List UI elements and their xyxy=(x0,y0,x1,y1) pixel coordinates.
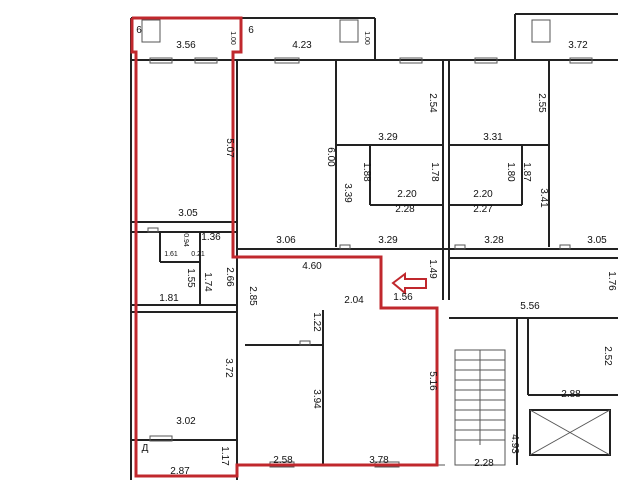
dimension-label: 2.52 xyxy=(602,346,613,366)
dimension-label: 1.80 xyxy=(505,162,516,182)
dimension-label: 2.28 xyxy=(395,204,415,215)
dimension-label: 1.49 xyxy=(427,259,438,279)
dimension-label: 2.04 xyxy=(344,295,364,306)
dimension-label: 2.55 xyxy=(536,93,547,113)
dimension-label: 2.85 xyxy=(247,286,258,306)
dimension-label: 2.28 xyxy=(474,458,494,469)
dimension-label: 1.88 xyxy=(361,162,372,182)
dimension-label: 1.22 xyxy=(311,312,322,332)
dimension-label: 5.56 xyxy=(520,301,540,312)
dimension-label: 0.94 xyxy=(182,233,189,247)
dimension-label: 2.20 xyxy=(397,189,417,200)
dimension-label: 3.05 xyxy=(178,208,198,219)
dimension-label: 3.29 xyxy=(378,235,398,246)
dimension-label: 3.41 xyxy=(538,188,549,208)
dimension-label: 3.56 xyxy=(176,40,196,51)
dimension-label: 2.27 xyxy=(473,204,493,215)
dimension-label: 6 xyxy=(136,25,142,36)
dimension-label: 4.60 xyxy=(302,261,322,272)
dimension-label: 3.78 xyxy=(369,455,389,466)
dimension-label: 1.61 xyxy=(164,251,178,258)
dimension-label: 3.39 xyxy=(342,183,353,203)
dimension-label: 5.07 xyxy=(224,138,235,158)
dimension-label: 1.76 xyxy=(606,271,617,291)
dimension-label: 5.16 xyxy=(427,371,438,391)
dimension-label: 3.29 xyxy=(378,132,398,143)
dimension-label: 2.20 xyxy=(473,189,493,200)
dimension-label: 2.88 xyxy=(561,389,581,400)
dimension-label: 2.66 xyxy=(224,267,235,287)
dimension-label: 1.78 xyxy=(429,162,440,182)
dimension-label: 6 xyxy=(248,25,254,36)
dimension-label: 2.58 xyxy=(273,455,293,466)
dimension-label: 3.06 xyxy=(276,235,296,246)
entrance-arrow-icon xyxy=(391,272,427,296)
dimension-label: 3.05 xyxy=(587,235,607,246)
dimension-label: 1.56 xyxy=(393,292,413,303)
dimension-label: 1.00 xyxy=(363,31,370,45)
dimension-label: Д xyxy=(142,443,149,454)
dimension-label: 2.54 xyxy=(427,93,438,113)
staircase xyxy=(454,349,506,466)
window-marks xyxy=(141,19,593,468)
dimension-label: 4.93 xyxy=(509,434,520,454)
dimension-label: 3.28 xyxy=(484,235,504,246)
dimension-label: 1.00 xyxy=(229,31,236,45)
elevator-shaft xyxy=(529,409,611,456)
highlight-outline xyxy=(130,16,439,478)
dimension-label: 3.31 xyxy=(483,132,503,143)
dimension-label: 0.21 xyxy=(191,251,205,258)
dimension-labels: 6 3.56 1.00 6 4.23 1.00 3.72 5.07 6.00 3.39 2.54 3.… xyxy=(136,25,617,477)
building-walls xyxy=(130,13,618,480)
dimension-label: 1.17 xyxy=(219,446,230,466)
dimension-label: 1.55 xyxy=(185,268,196,288)
dimension-label: 2.87 xyxy=(170,466,190,477)
dimension-label: 6.00 xyxy=(325,147,336,167)
dimension-label: 1.36 xyxy=(201,232,221,243)
dimension-label: 1.74 xyxy=(202,272,213,292)
dimension-label: 4.23 xyxy=(292,40,312,51)
dimension-label: 3.72 xyxy=(223,358,234,378)
dimension-label: 3.72 xyxy=(568,40,588,51)
dimension-label: 1.87 xyxy=(521,162,532,182)
dimension-label: 3.94 xyxy=(311,389,322,409)
dimension-label: 3.02 xyxy=(176,416,196,427)
dimension-label: 1.81 xyxy=(159,293,179,304)
